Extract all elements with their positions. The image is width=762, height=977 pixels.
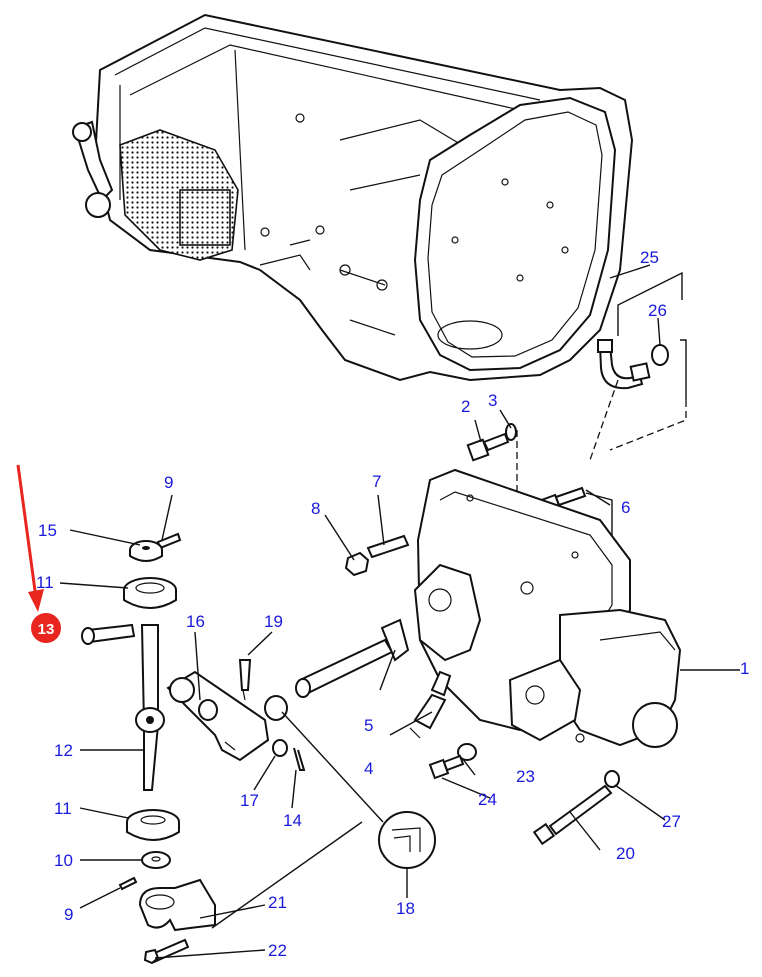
part-10-washer [141,851,171,869]
part-21-bracket [138,878,216,932]
callout-22[interactable]: 22 [268,941,287,960]
highlight-arrow [16,464,44,612]
part-24-bolt [428,754,465,780]
part-11-seal-top [123,577,177,609]
callout-4[interactable]: 4 [364,759,373,778]
callout-8[interactable]: 8 [311,499,320,518]
part-1-selector-cover [413,468,682,748]
part-18-detail-view [378,811,436,869]
callout-19[interactable]: 19 [264,612,283,631]
part-7-stud [366,534,410,559]
callout-5[interactable]: 5 [364,716,373,735]
part-8-nut [344,551,370,577]
part-19-screw [238,659,252,701]
alignment-line-b [609,400,687,451]
alignment-line-c [589,379,619,461]
callout-2[interactable]: 2 [461,397,470,416]
callout-10[interactable]: 10 [54,851,73,870]
callout-23[interactable]: 23 [516,767,535,786]
guide-line-21 [211,821,363,929]
leader-lines [59,264,740,959]
callout-9-top[interactable]: 9 [164,473,173,492]
part-13-pin [81,623,136,645]
part-23-washer [457,743,477,761]
part-15-collar [129,540,163,562]
callout-20[interactable]: 20 [616,844,635,863]
part-27-washer [604,770,620,788]
callout-21[interactable]: 21 [268,893,287,912]
part-25-elbow-fitting [597,339,651,390]
callout-12[interactable]: 12 [54,741,73,760]
callout-labels: 1 2 3 4 5 6 7 8 9 9 10 11 11 12 14 15 16… [36,248,749,960]
part-12-shaft [135,624,165,791]
part-2-bolt [466,432,510,462]
highlight-badge-13[interactable]: 13 [31,613,61,643]
highlight-badge-label: 13 [38,621,55,638]
callout-25[interactable]: 25 [640,248,659,267]
callout-11-bottom[interactable]: 11 [54,799,72,818]
callout-16[interactable]: 16 [186,612,205,631]
callout-27[interactable]: 27 [662,812,681,831]
part-26-o-ring [651,344,669,366]
part-14-cotter-pin [293,747,306,771]
part-3-washer [505,423,517,441]
callout-6[interactable]: 6 [621,498,630,517]
part-9-pin-bottom [118,876,138,891]
callout-1[interactable]: 1 [740,659,749,678]
part-20-long-bolt [532,784,613,846]
callout-11-top[interactable]: 11 [36,573,54,592]
leader-18-detail [281,711,384,823]
part-18-seal [264,695,288,721]
part-17-washer [272,739,288,757]
callout-9-bottom[interactable]: 9 [64,905,73,924]
part-4-switch [409,670,452,739]
part-22-bolt [143,938,190,965]
transmission-housing [72,13,634,382]
callout-15[interactable]: 15 [38,521,57,540]
callout-3[interactable]: 3 [488,391,497,410]
bracket-25 [617,271,683,336]
callout-14[interactable]: 14 [283,811,302,830]
callout-18[interactable]: 18 [396,899,415,918]
callout-24[interactable]: 24 [478,790,497,809]
bracket-25b [680,339,687,400]
callout-26[interactable]: 26 [648,301,667,320]
part-5-shift-shaft [295,618,410,698]
callout-17[interactable]: 17 [240,791,259,810]
part-11-seal-bottom [126,809,180,841]
part-16-lever [166,670,270,762]
callout-7[interactable]: 7 [372,472,381,491]
